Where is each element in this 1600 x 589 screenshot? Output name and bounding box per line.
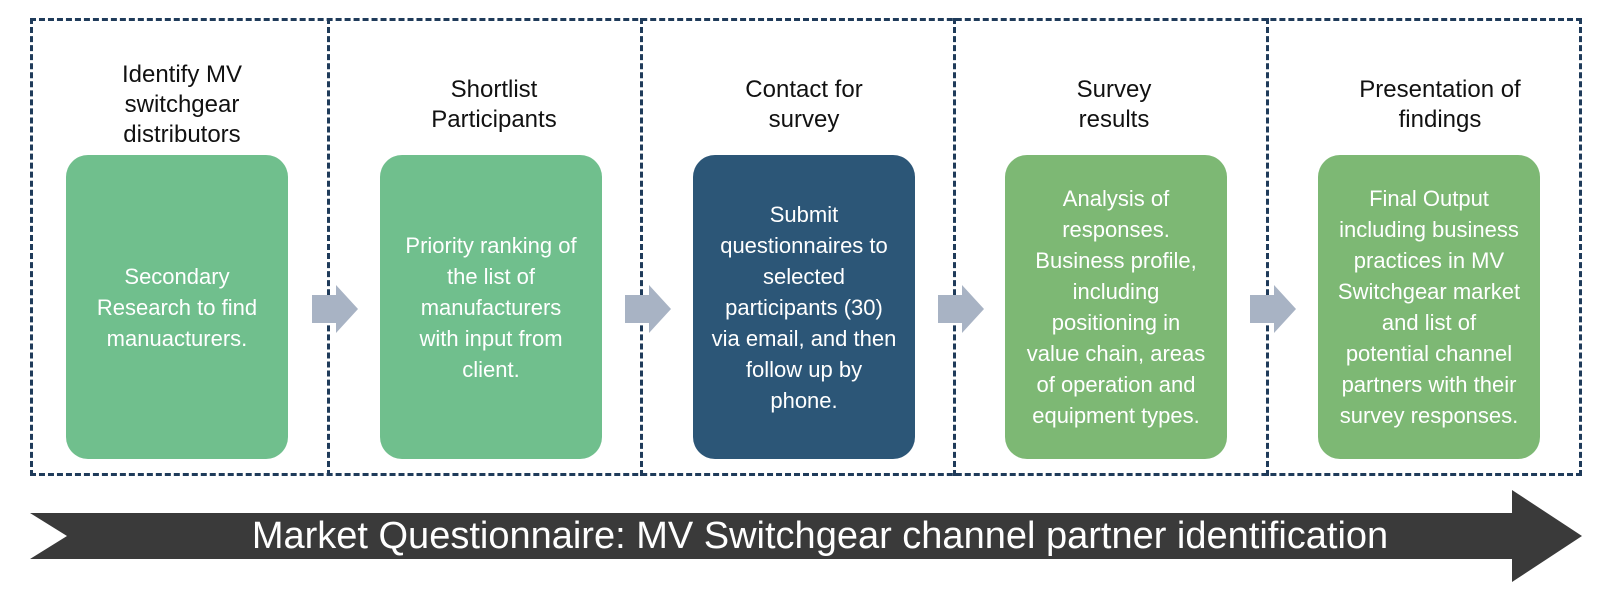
step-2-title: Shortlist Participants: [431, 76, 557, 133]
process-frame: [30, 18, 1582, 476]
step-4-description: Analysis of responses. Business profile,…: [1026, 186, 1206, 428]
step-5-description: Final Output including business practice…: [1337, 186, 1521, 428]
column-divider-3: [953, 18, 956, 476]
step-5-box: Final Output including business practice…: [1318, 155, 1540, 459]
column-divider-1: [327, 18, 330, 476]
step-3-title: Contact for survey: [745, 76, 863, 133]
banner-title: Market Questionnaire: MV Switchgear chan…: [251, 514, 1389, 557]
chevron-right-icon: [312, 285, 358, 333]
step-1-description: Secondary Research to find manuacturers.: [96, 263, 258, 351]
step-4-title: Survey results: [1076, 76, 1152, 133]
column-divider-2: [640, 18, 643, 476]
chevron-right-icon: [1250, 285, 1296, 333]
step-4-box: Analysis of responses. Business profile,…: [1005, 155, 1227, 459]
step-2-box: Priority ranking of the list of manufact…: [380, 155, 602, 459]
step-5-title: Presentation of findings: [1359, 76, 1521, 133]
step-3-description: Submit questionnaires to selected partic…: [711, 201, 897, 413]
step-2-description: Priority ranking of the list of manufact…: [405, 232, 577, 382]
step-1-box: Secondary Research to find manuacturers.: [66, 155, 288, 459]
column-divider-4: [1266, 18, 1269, 476]
chevron-right-icon: [625, 285, 671, 333]
step-3-box: Submit questionnaires to selected partic…: [693, 155, 915, 459]
chevron-right-icon: [938, 285, 984, 333]
banner-arrow: [30, 490, 1582, 582]
step-1-title: Identify MV switchgear distributors: [121, 61, 243, 148]
